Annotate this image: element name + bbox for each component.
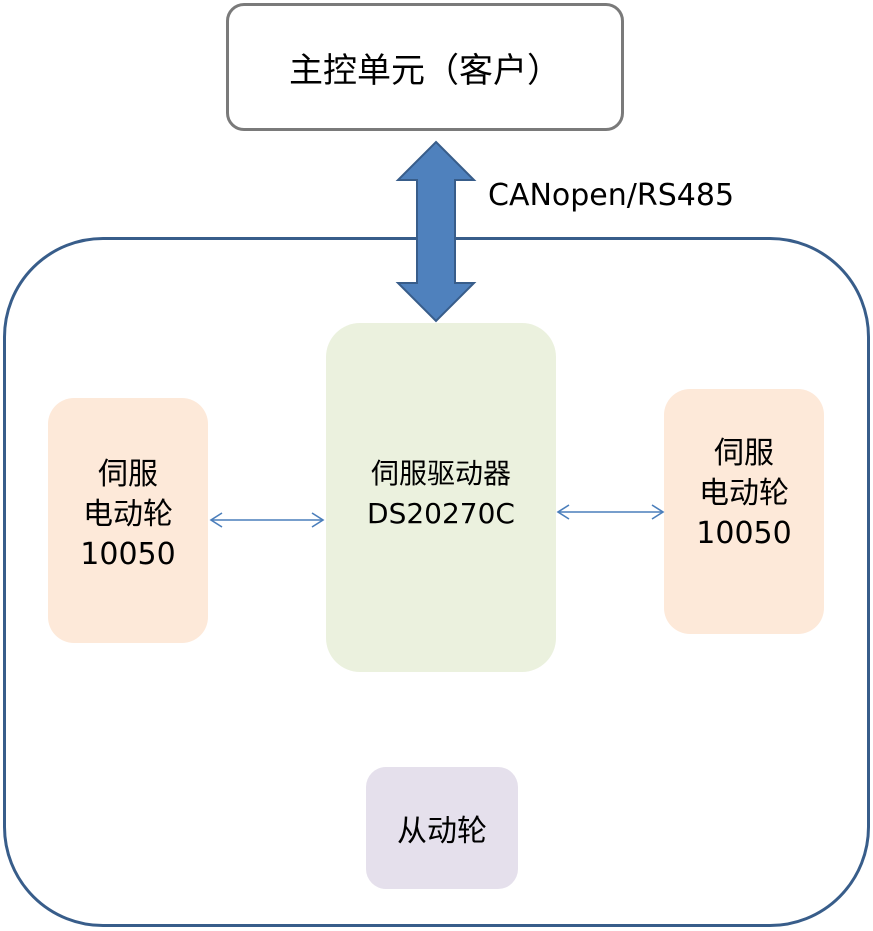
- bus-protocol-label: CANopen/RS485: [488, 178, 735, 213]
- servo-wheel-left-line2: 电动轮: [83, 496, 173, 532]
- host-controller-label: 主控单元（客户）: [289, 50, 561, 91]
- servo-wheel-right-box: 伺服 电动轮 10050: [664, 389, 824, 634]
- link-left-arrow: [209, 512, 325, 528]
- passive-wheel-box: 从动轮: [366, 767, 518, 889]
- servo-wheel-right-line1: 伺服: [714, 435, 774, 471]
- servo-wheel-right-model: 10050: [696, 515, 792, 551]
- servo-wheel-right-line2: 电动轮: [699, 475, 789, 511]
- bus-double-arrow: [395, 140, 477, 323]
- servo-driver-box: 伺服驱动器 DS20270C: [326, 323, 556, 672]
- host-controller-box: 主控单元（客户）: [226, 3, 624, 131]
- servo-driver-model: DS20270C: [367, 496, 515, 530]
- servo-driver-name: 伺服驱动器: [370, 456, 511, 490]
- servo-wheel-left-box: 伺服 电动轮 10050: [48, 398, 208, 643]
- servo-wheel-left-line1: 伺服: [98, 456, 158, 492]
- servo-wheel-left-model: 10050: [80, 536, 176, 572]
- passive-wheel-label: 从动轮: [397, 814, 487, 849]
- link-right-arrow: [556, 504, 665, 520]
